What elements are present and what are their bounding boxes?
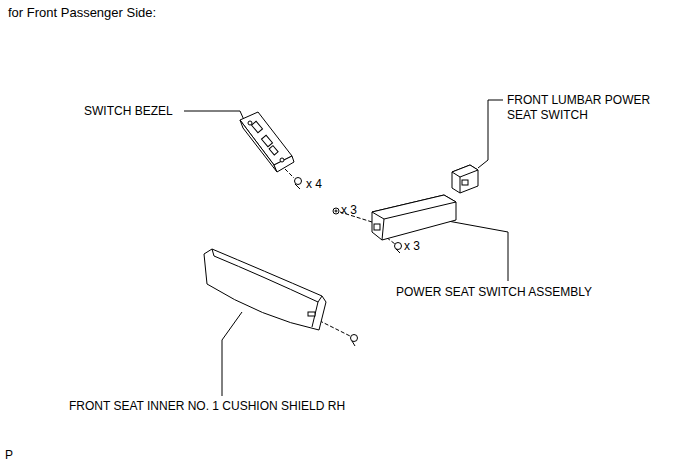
page-heading: for Front Passenger Side:: [8, 5, 156, 20]
lumbar-switch-drawing: [452, 165, 478, 193]
quantity-label: x 3: [341, 203, 357, 218]
quantity-label: x 4: [306, 177, 322, 192]
part-name: FRONT SEAT INNER NO. 1 CUSHION SHIELD RH: [69, 399, 345, 414]
cushion-shield-drawing: [204, 249, 326, 330]
switch-bezel-drawing: [240, 112, 294, 172]
part-name: POWER SEAT SWITCH ASSEMBLY: [396, 285, 592, 300]
quantity-label: x 3: [404, 239, 420, 254]
part-name: FRONT LUMBAR POWER SEAT SWITCH: [507, 93, 657, 123]
power-seat-switch-drawing: [372, 195, 456, 240]
leader-line: [478, 100, 503, 168]
leader-line: [222, 312, 242, 396]
part-name: SWITCH BEZEL: [84, 104, 173, 119]
leader-line: [184, 111, 244, 120]
figure-mark: P: [5, 448, 13, 463]
